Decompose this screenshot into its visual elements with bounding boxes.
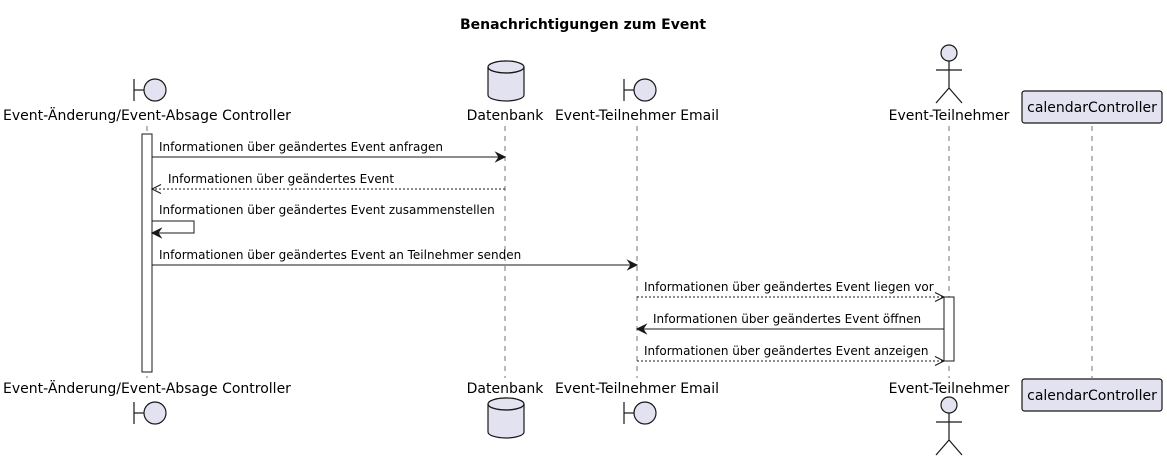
participant-controller-top: Event-Änderung/Event-Absage Controller [3, 78, 291, 124]
database-icon [487, 60, 525, 102]
message-label: Informationen über geändertes Event anze… [644, 344, 928, 358]
participant-db-bottom: Datenbank [467, 381, 545, 439]
message-3: Informationen über geändertes Event zusa… [150, 203, 495, 239]
participant-controller-bottom: Event-Änderung/Event-Absage Controller [3, 379, 291, 425]
message-1: Informationen über geändertes Event anfr… [152, 140, 507, 163]
boundary-icon [623, 78, 657, 102]
message-label: Informationen über geändertes Event zusa… [159, 203, 495, 217]
participant-email-top: Event-Teilnehmer Email [555, 78, 719, 124]
participant-label-controller: Event-Änderung/Event-Absage Controller [3, 379, 291, 397]
message-label: Informationen über geändertes Event lieg… [644, 280, 934, 294]
message-7: Informationen über geändertes Event anze… [637, 344, 946, 366]
participant-label-email: Event-Teilnehmer Email [555, 381, 719, 397]
message-label: Informationen über geändertes Event [168, 172, 394, 186]
message-2: Informationen über geändertes Event [150, 172, 505, 194]
activation-bar-controller [141, 133, 153, 373]
activation-bar-actor [943, 296, 955, 362]
participant-actor-top: Event-Teilnehmer [889, 44, 1010, 124]
actor-icon [935, 44, 963, 104]
participant-label-calendar: calendarController [1027, 388, 1157, 404]
message-label: Informationen über geändertes Event anfr… [159, 140, 443, 154]
database-icon [487, 397, 525, 439]
participant-label-controller: Event-Änderung/Event-Absage Controller [3, 106, 291, 124]
message-6: Informationen über geändertes Event öffn… [635, 312, 944, 335]
participant-box [1021, 90, 1163, 124]
participant-db-top: Datenbank [467, 60, 545, 124]
actor-icon [935, 396, 963, 456]
message-4: Informationen über geändertes Event an T… [152, 248, 639, 271]
participant-label-actor: Event-Teilnehmer [889, 381, 1010, 397]
participant-label-actor: Event-Teilnehmer [889, 108, 1010, 124]
diagram-title: Benachrichtigungen zum Event [460, 17, 706, 33]
participant-calendar-bottom: calendarController [1021, 378, 1163, 412]
participant-label-calendar: calendarController [1027, 100, 1157, 116]
participant-actor-bottom: Event-Teilnehmer [889, 381, 1010, 456]
participant-email-bottom: Event-Teilnehmer Email [555, 381, 719, 425]
boundary-icon [133, 78, 167, 102]
message-line [152, 220, 195, 234]
participant-calendar-top: calendarController [1021, 90, 1163, 124]
boundary-icon [623, 401, 657, 425]
participant-box [1021, 378, 1163, 412]
message-5: Informationen über geändertes Event lieg… [637, 280, 946, 302]
boundary-icon [133, 401, 167, 425]
participant-label-db: Datenbank [467, 381, 545, 397]
participant-label-email: Event-Teilnehmer Email [555, 108, 719, 124]
message-label: Informationen über geändertes Event öffn… [653, 312, 921, 326]
participant-label-db: Datenbank [467, 108, 545, 124]
message-label: Informationen über geändertes Event an T… [159, 248, 521, 262]
